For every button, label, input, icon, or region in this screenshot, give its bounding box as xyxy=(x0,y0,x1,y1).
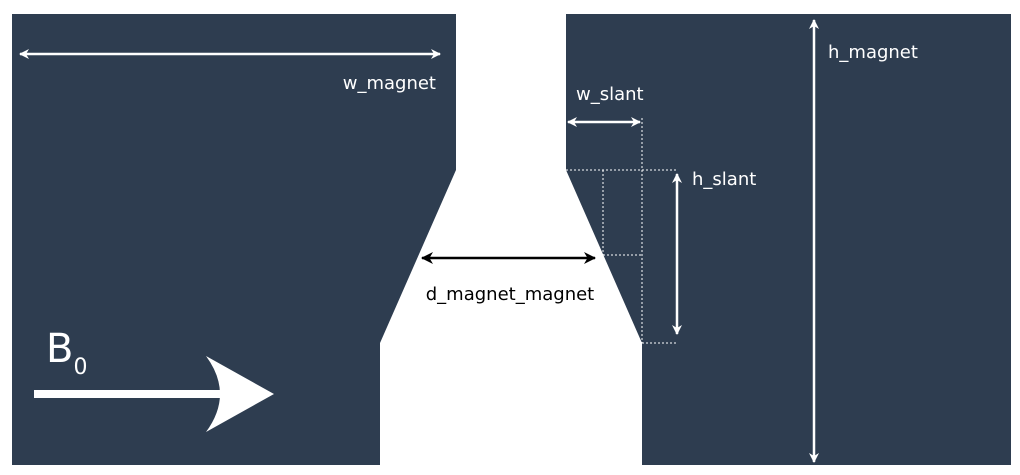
d-magnet-magnet-label: d_magnet_magnet xyxy=(426,284,595,305)
w-magnet-label: w_magnet xyxy=(343,73,436,94)
left-magnet xyxy=(12,14,456,465)
h-magnet-label: h_magnet xyxy=(828,42,918,63)
construction-guides xyxy=(566,118,676,344)
right-magnet xyxy=(566,14,1011,465)
w-slant-label: w_slant xyxy=(576,84,644,105)
b0-field-arrow xyxy=(34,356,274,432)
h-slant-label: h_slant xyxy=(692,169,756,190)
b0-label: B0 xyxy=(46,326,87,380)
